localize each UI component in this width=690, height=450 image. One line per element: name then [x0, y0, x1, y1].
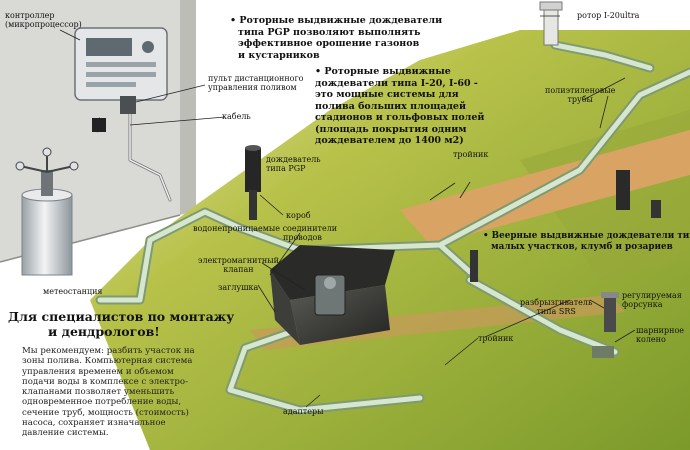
- label-remote-line2: управления поливом: [208, 83, 297, 92]
- label-solenoid-line2: клапан: [223, 265, 254, 274]
- label-tee-bottom: тройник: [478, 334, 514, 343]
- label-tee-top: тройник: [453, 150, 489, 159]
- controller-device: [74, 27, 168, 101]
- label-cable: кабель: [222, 112, 251, 121]
- label-controller-line2: (микропроцессор): [5, 20, 82, 29]
- note-pgp-line3: эффективное орошение газонов: [238, 38, 420, 49]
- label-nozzle-line1: регулируемая: [622, 291, 682, 300]
- label-pipes-line2: трубы: [567, 95, 593, 104]
- label-pipes: полиэтиленовые трубы: [545, 86, 615, 104]
- label-nozzle-line2: форсунка: [622, 300, 663, 309]
- recommendation-line9: давление системы.: [22, 428, 109, 439]
- label-elbow: шарнирное колено: [636, 326, 684, 344]
- label-elbow-line2: колено: [636, 335, 666, 344]
- label-plug: заглушка: [218, 283, 259, 292]
- label-controller: контроллер (микропроцессор): [5, 11, 82, 29]
- label-nozzle: регулируемая форсунка: [622, 291, 682, 309]
- recommendation-line5: клапанами позволяет уменьшить: [22, 387, 175, 398]
- note-srs-line1: • Веерные выдвижные дождеватели типа SRS…: [483, 231, 690, 241]
- label-box: короб: [286, 211, 311, 220]
- label-pgp-line2: типа PGP: [266, 164, 306, 173]
- recommendation-line2: зоны полива. Компьютерная система: [22, 356, 193, 367]
- note-srs-line2: малых участков, клумб и розариев: [491, 242, 673, 252]
- label-pipes-line1: полиэтиленовые: [545, 86, 616, 95]
- label-adapters: адаптеры: [283, 407, 324, 416]
- label-remote-line1: пульт дистанционного: [208, 74, 304, 83]
- label-solenoid-line1: электромагнитный: [198, 256, 279, 265]
- label-waterproof: водонепроницаемые соединители проводов: [193, 224, 337, 242]
- label-srs-sprayer-line1: разбрызгиватель: [520, 298, 593, 307]
- note-srs: • Веерные выдвижные дождеватели типа SRS…: [483, 231, 690, 253]
- recommendation-line8: насоса, сохраняет изначальное: [22, 418, 166, 429]
- label-elbow-line1: шарнирное: [636, 326, 684, 335]
- label-pgp: дождеватель типа PGP: [266, 155, 321, 173]
- label-srs-sprayer-line2: типа SRS: [536, 307, 576, 316]
- leader-lines: [59, 15, 636, 408]
- note-i20-line1: • Роторные выдвижные: [315, 66, 451, 77]
- label-waterproof-line1: водонепроницаемые соединители: [193, 224, 338, 233]
- recommendation-text: Мы рекомендуем: разбить участок на зоны …: [22, 346, 195, 439]
- note-pgp-line1: • Роторные выдвижные дождеватели: [230, 15, 443, 26]
- note-i20-line2: дождеватели типа I-20, I-60 -: [315, 77, 478, 89]
- pgp-sprinkler: [245, 145, 261, 220]
- recommendation-line7: сечение труб, мощность (стоимость): [22, 407, 189, 418]
- note-i20-line4: полива больших площадей: [315, 100, 466, 112]
- label-controller-line1: контроллер: [5, 11, 55, 20]
- label-solenoid: электромагнитный клапан: [198, 256, 279, 274]
- recommendation-line4: подачи воды в комплексе с электро-: [22, 376, 189, 387]
- lawn-rotors: [470, 170, 661, 282]
- section-title-line1: Для специалистов по монтажу: [8, 309, 235, 324]
- remote-receiver: [92, 96, 136, 133]
- valve-box: [270, 245, 395, 345]
- note-i20-line5: стадионов и гольфовых полей: [315, 112, 485, 123]
- label-remote: пульт дистанционного управления поливом: [208, 74, 304, 92]
- srs-sprayer: [592, 292, 619, 358]
- recommendation-line3: управления временем и объемом: [22, 366, 174, 377]
- i20-rotor: [539, 1, 563, 46]
- label-pgp-line1: дождеватель: [266, 155, 321, 164]
- note-pgp-line2: типа PGP позволяют выполнять: [238, 26, 421, 38]
- label-weather: метеостанция: [43, 287, 103, 296]
- weather-station: [15, 147, 79, 276]
- section-title-line2: и дендрологов!: [48, 324, 160, 339]
- label-waterproof-line2: проводов: [283, 233, 322, 242]
- recommendation-line1: Мы рекомендуем: разбить участок на: [22, 346, 195, 356]
- note-i20-line3: это мощные системы для: [315, 89, 459, 100]
- note-i20-line7: дождевателем до 1400 м2): [315, 135, 464, 146]
- note-i20: • Роторные выдвижные дождеватели типа I-…: [315, 66, 484, 147]
- recommendation-line6: одновременное потребление воды,: [22, 397, 182, 408]
- pipes: [95, 40, 690, 415]
- label-srs-sprayer: разбрызгиватель типа SRS: [520, 298, 592, 316]
- section-title: Для специалистов по монтажу и дендролого…: [8, 309, 234, 339]
- note-i20-line6: (площадь покрытия одним: [315, 123, 467, 135]
- label-rotor: ротор I-20ultra: [577, 11, 640, 20]
- note-pgp-line4: и кустарников: [238, 49, 320, 61]
- note-pgp: • Роторные выдвижные дождеватели типа PG…: [230, 15, 442, 61]
- lawn: [90, 30, 690, 450]
